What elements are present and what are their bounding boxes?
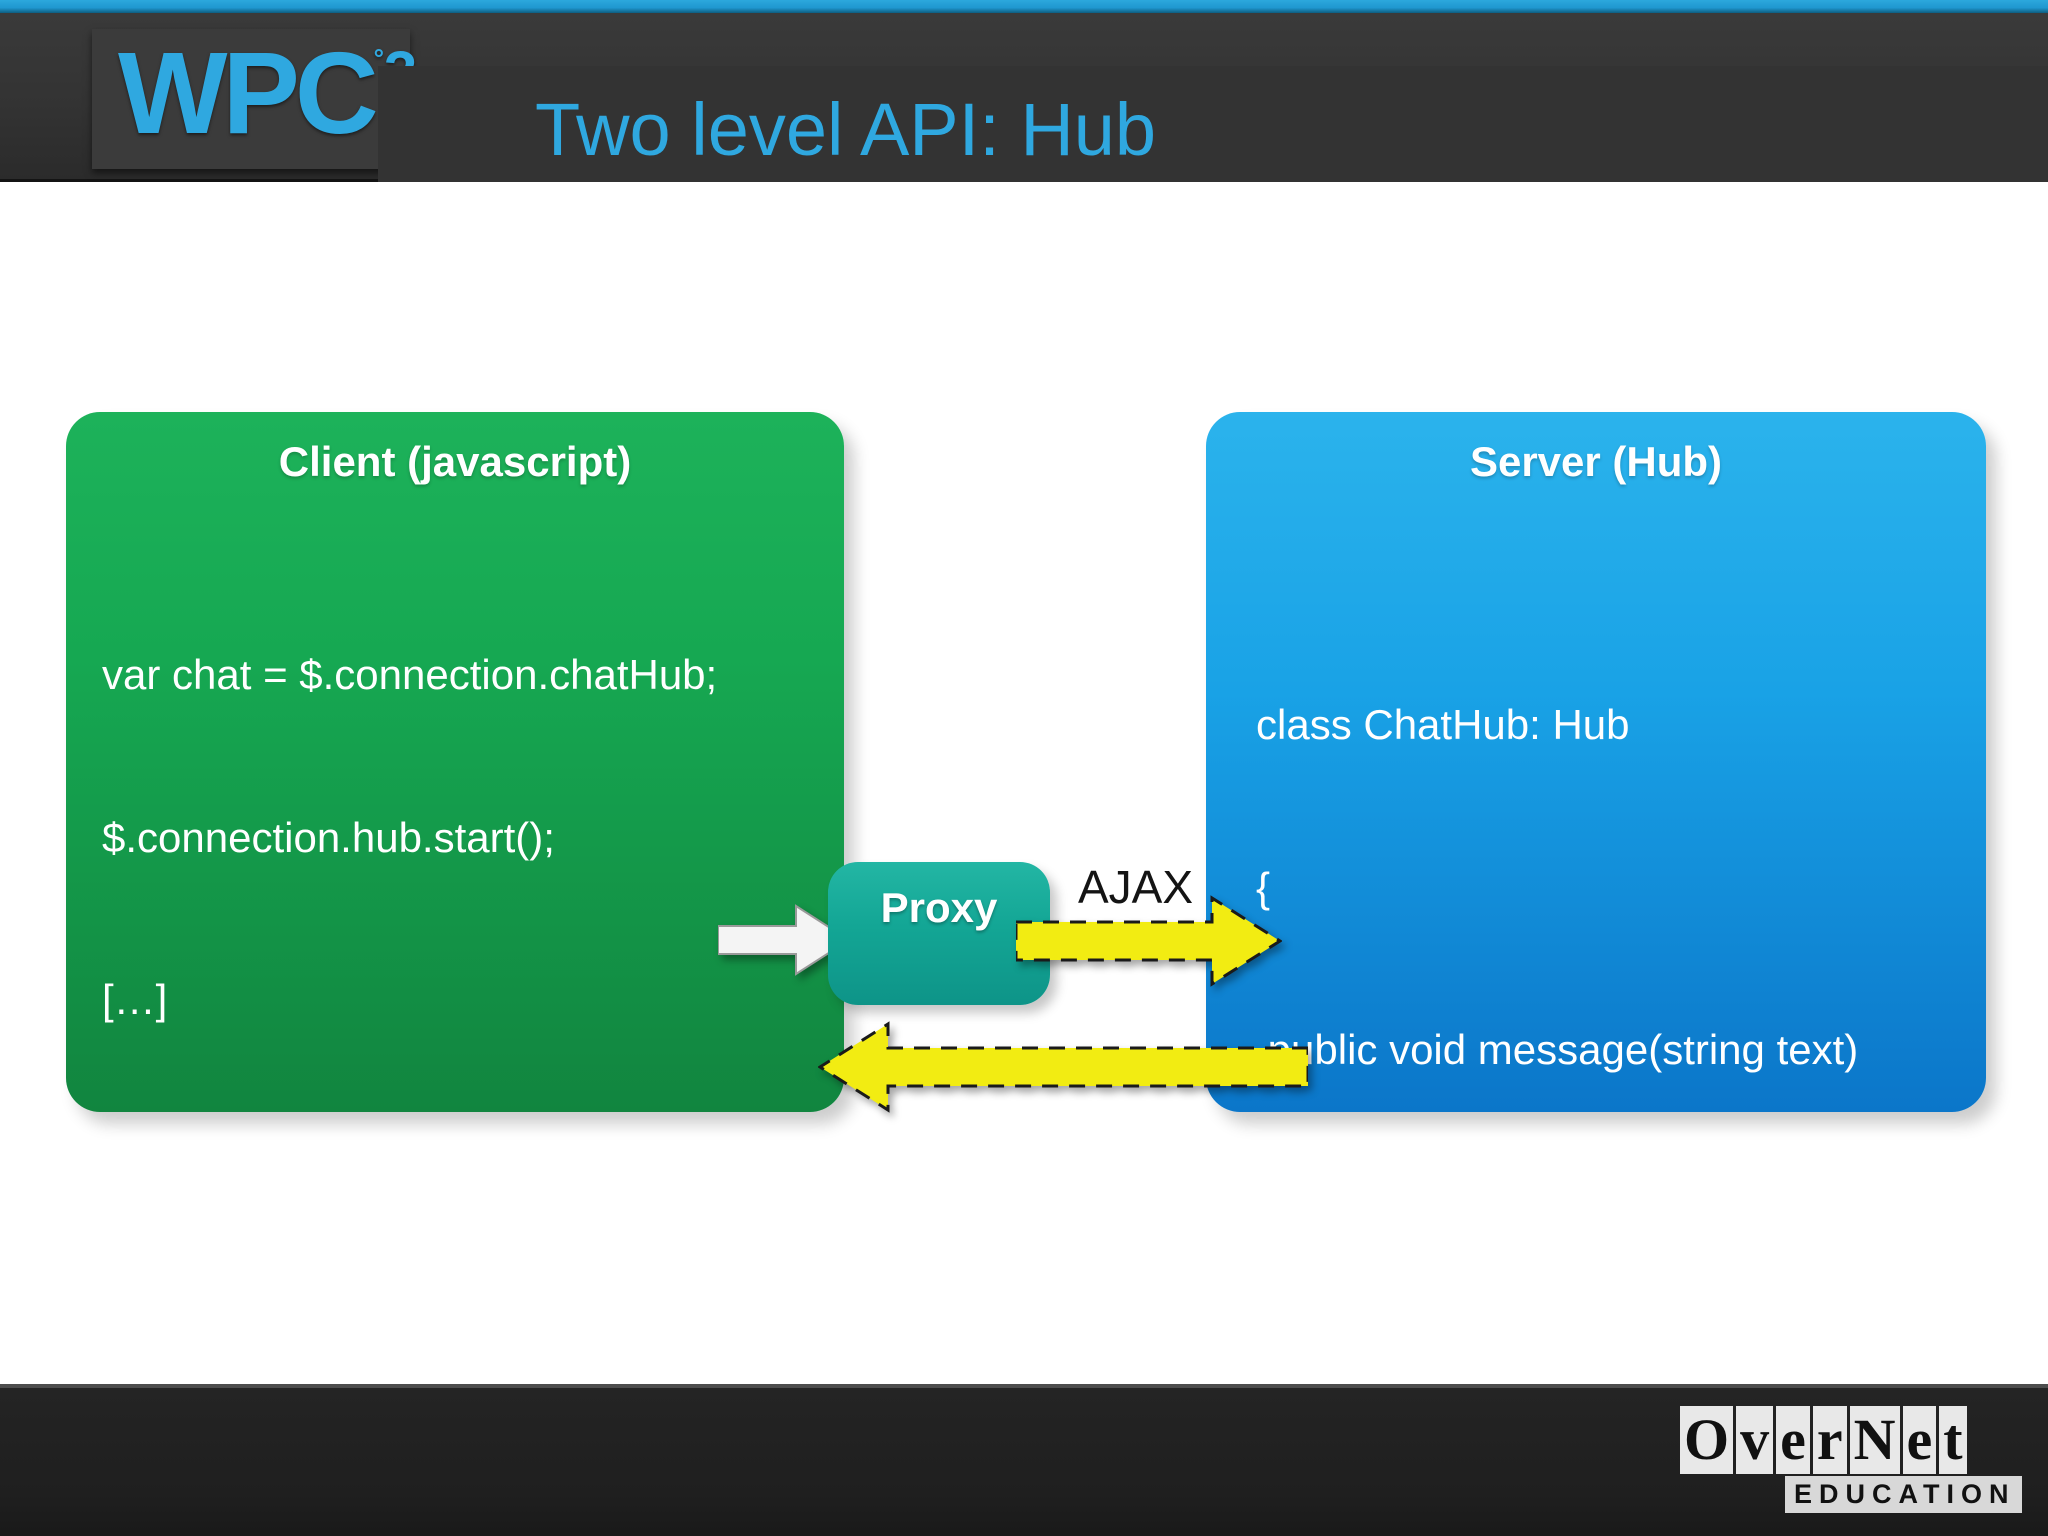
code-line: chat.server.message(“hi, all!”); xyxy=(102,1138,667,1185)
server-panel: Server (Hub) class ChatHub: Hub { public… xyxy=(1206,412,1986,1536)
client-panel-title: Client (javascript) xyxy=(278,438,632,485)
wpc-logo-degree: ° xyxy=(373,43,385,74)
code-line: var chat = $.connection.chatHub; xyxy=(102,651,718,699)
code-line: { xyxy=(1256,1188,1282,1235)
code-line: $.connection.hub.start(); xyxy=(102,813,555,861)
title-plate xyxy=(378,66,2048,182)
brand-letter: e xyxy=(1776,1406,1810,1474)
server-panel-title: Server (Hub) xyxy=(1469,438,1723,485)
slide-footer: O v e r N e t EDUCATION xyxy=(0,1384,2048,1536)
brand-letter: r xyxy=(1812,1406,1847,1474)
overnet-subtitle: EDUCATION xyxy=(1785,1476,2022,1513)
brand-letter: t xyxy=(1939,1406,1967,1474)
slide-body: Client (javascript) var chat = $.connect… xyxy=(0,182,2048,1536)
code-line: […] xyxy=(102,1300,168,1348)
brand-letter: O xyxy=(1680,1406,1734,1474)
brand-letter: N xyxy=(1849,1406,1900,1474)
wpc-logo: WPC°3 xyxy=(118,35,417,151)
top-accent-bar xyxy=(0,0,2048,13)
proxy-node: Proxy xyxy=(828,862,1050,1005)
client-to-proxy-arrow-icon xyxy=(718,904,850,976)
wpc-logo-plate xyxy=(92,29,410,169)
brand-letter: v xyxy=(1736,1406,1774,1474)
ajax-label: AJAX xyxy=(1078,861,1194,913)
code-line: class ChatHub: Hub xyxy=(1256,701,1630,749)
client-panel: Client (javascript) var chat = $.connect… xyxy=(66,412,844,1510)
proxy-label: Proxy xyxy=(880,884,998,931)
code-line: […] xyxy=(102,975,168,1023)
code-line: { xyxy=(1256,863,1271,911)
slide-header: WPC°3 Two level API: Hub xyxy=(0,13,2048,182)
page-title: Two level API: Hub xyxy=(535,88,1157,171)
proxy-to-server-arrow-icon xyxy=(1016,895,1282,987)
overnet-wordmark: O v e r N e t xyxy=(1680,1406,1967,1474)
brand-letter: e xyxy=(1902,1406,1937,1474)
code-line: public void message(string text) xyxy=(1256,1025,1859,1073)
wpc-logo-text: WPC xyxy=(118,28,379,158)
server-to-client-arrow-icon xyxy=(818,1021,1308,1113)
overnet-logo: O v e r N e t EDUCATION xyxy=(1680,1406,2022,1516)
